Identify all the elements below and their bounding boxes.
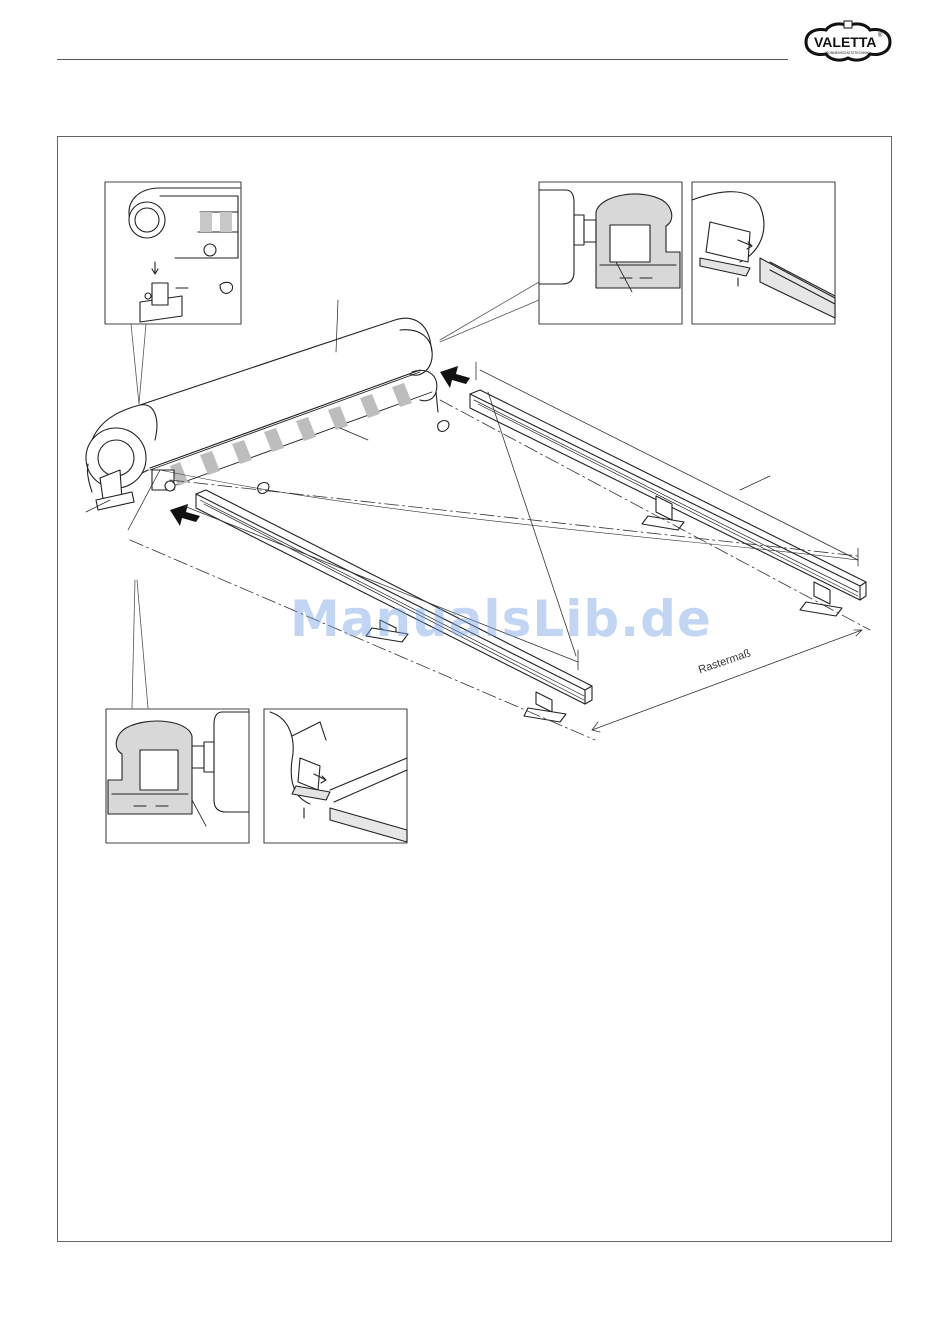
fabric-stripes	[170, 383, 412, 486]
rail-right	[470, 390, 866, 616]
inset-profile-bottom	[106, 709, 249, 843]
inset-clamp-top	[692, 182, 835, 324]
inset-clamp-bottom	[264, 709, 407, 843]
inset-bracket-detail	[105, 182, 241, 324]
inset-profile-top	[539, 182, 682, 324]
watermark: ManualsLib.de	[290, 590, 712, 648]
awning-cassette	[86, 300, 449, 530]
